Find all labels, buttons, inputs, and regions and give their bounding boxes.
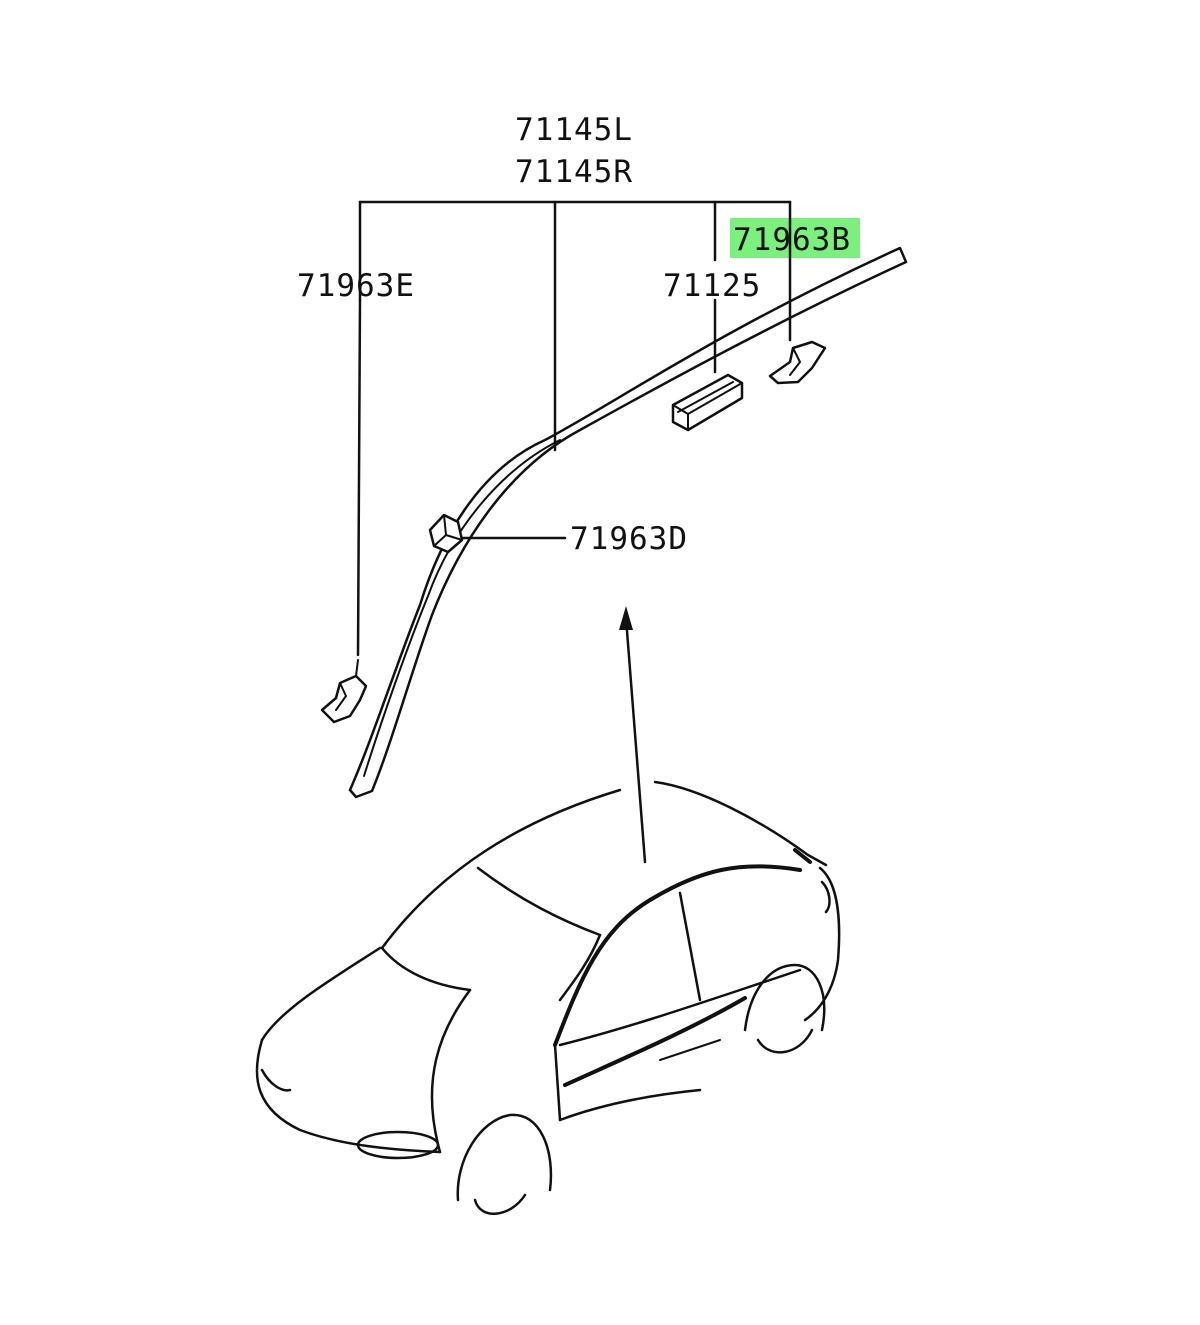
seal-71125-part xyxy=(671,373,744,432)
car-illustration xyxy=(255,780,841,1215)
label-71963B[interactable]: 71963B xyxy=(733,222,851,258)
label-71963D[interactable]: 71963D xyxy=(570,521,688,557)
label-71963E[interactable]: 71963E xyxy=(297,268,415,304)
highlight-71963B xyxy=(730,218,860,258)
label-71145L[interactable]: 71145L xyxy=(515,112,633,148)
label-71145R[interactable]: 71145R xyxy=(515,154,633,190)
arrow-up-icon xyxy=(619,606,647,864)
clip-71963E-part xyxy=(320,659,368,724)
roof-moulding-strip xyxy=(348,246,908,799)
label-71125[interactable]: 71125 xyxy=(663,268,761,304)
clip-71963B-part xyxy=(768,340,827,385)
clip-71963D-part xyxy=(428,513,464,554)
